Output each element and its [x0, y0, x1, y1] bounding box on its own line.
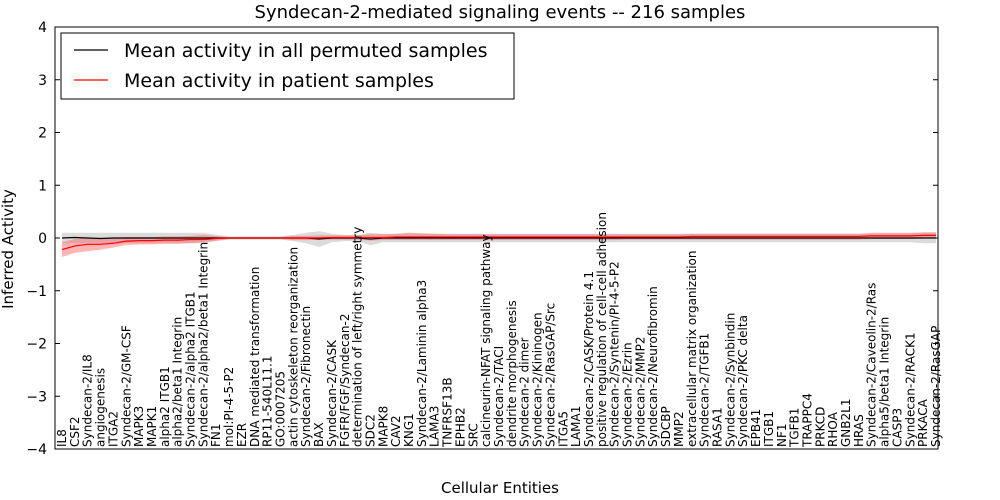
entity-label: MAPK1: [145, 406, 159, 447]
entity-label: MAPK3: [132, 406, 146, 447]
y-tick-label: 4: [38, 20, 47, 36]
entity-label: Syndecan-2/Caveolin-2/Ras: [865, 283, 879, 447]
entity-label: RASA1: [711, 407, 725, 447]
entity-label: DNA mediated transformation: [248, 267, 262, 447]
entity-label: alpha5/beta1 Integrin: [878, 317, 892, 447]
entity-label: SDC2: [363, 414, 377, 447]
entity-label: Syndecan-2/CASK: [325, 339, 339, 447]
legend-label-patient: Mean activity in patient samples: [124, 70, 434, 92]
entity-label: alpha2/beta1 Integrin: [171, 317, 185, 447]
y-tick-label: −1: [26, 284, 47, 300]
entity-label: LAMA1: [569, 406, 583, 447]
entity-label: NF1: [775, 423, 789, 447]
entity-label: Syndecan-2/alpha2 ITGB1: [184, 291, 198, 447]
entity-label: SDCBP: [659, 406, 673, 447]
y-tick-label: −3: [26, 389, 47, 405]
line-group: [61, 234, 936, 251]
entity-label: Syndecan-2/Ezrin: [621, 342, 635, 447]
entity-label: ITGA2: [106, 411, 120, 447]
entity-label: CAV2: [389, 415, 403, 447]
entity-label: HRAS: [852, 414, 866, 447]
entity-label: GO:0007205: [274, 371, 288, 447]
legend: Mean activity in all permuted samples Me…: [60, 32, 515, 100]
entity-label: TGFB1: [788, 408, 802, 448]
entity-label: Syndecan-2/CASK/Protein 4.1: [582, 271, 596, 447]
entity-label: Syndecan-2/MMP2: [633, 337, 647, 447]
entity-label: calcineurin-NFAT signaling pathway: [479, 234, 493, 447]
entity-label: TNFRSF13B: [441, 377, 455, 448]
entity-label: determination of left/right symmetry: [351, 227, 365, 447]
entity-label: Syndecan-2/TACI: [492, 346, 506, 447]
y-tick-label: 3: [38, 73, 47, 89]
entity-label: angiogenesis: [94, 368, 108, 447]
entity-label: PRKCD: [813, 407, 827, 447]
legend-box: [60, 32, 515, 100]
legend-label-permuted: Mean activity in all permuted samples: [124, 40, 487, 62]
entity-label: Syndecan-2/Syntenin/PI-4-5-P2: [608, 261, 622, 447]
entity-label: Syndecan-2/Fibronectin: [299, 306, 313, 447]
entity-label: IL8: [55, 429, 69, 447]
entity-label: Syndecan-2/GM-CSF: [119, 325, 133, 447]
plot-frame: [54, 26, 939, 450]
entity-label: CSF2: [68, 416, 82, 447]
entity-label: RHOA: [826, 411, 840, 447]
entity-label: RP11-540L11.1: [261, 356, 275, 447]
x-axis-label: Cellular Entities: [441, 479, 559, 497]
entity-label: dendrite morphogenesis: [505, 300, 519, 447]
entity-label: Syndecan-2/Kininogen: [531, 312, 545, 447]
entity-label: GNB2L1: [839, 399, 853, 447]
entity-label: KNG1: [402, 413, 416, 447]
entity-label: TRAPPC4: [800, 393, 814, 448]
entity-label: EZR: [235, 423, 249, 447]
entity-label: Syndecan-2/Neurofibromin: [646, 286, 660, 447]
entity-label: ITGA5: [556, 411, 570, 447]
entity-label: Syndecan-2/RACK1: [903, 332, 917, 447]
entity-label: CASP3: [890, 408, 904, 447]
y-tick-label: −4: [26, 442, 47, 458]
chart-title: Syndecan-2-mediated signaling events -- …: [255, 2, 746, 23]
entity-label: SRC: [466, 423, 480, 447]
y-tick-label: 1: [38, 178, 47, 194]
y-axis-label: Inferred Activity: [0, 189, 17, 309]
entity-label: MAPK8: [376, 406, 390, 447]
entity-label: Syndecan-2/RasGAP/Src: [543, 303, 557, 447]
entity-label: Syndecan-2/Laminin alpha3: [415, 280, 429, 447]
entity-label: ITGB1: [762, 411, 776, 447]
band-permuted: [62, 231, 936, 247]
entity-label: FGFR/FGF/Syndecan-2: [338, 314, 352, 447]
entity-label: Syndecan-2 dimer: [518, 337, 532, 447]
entity-label: EPHB2: [453, 407, 467, 447]
entity-label-group: IL8CSF2Syndecan-2/IL8angiogenesisITGA2Sy…: [55, 212, 943, 448]
series-line-permuted: [61, 236, 936, 240]
band-group: [62, 231, 936, 257]
entity-label: EPB41: [749, 409, 763, 447]
entity-label: PRKACA: [916, 398, 930, 447]
entity-label: Syndecan-2/alpha2/beta1 Integrin: [196, 242, 210, 447]
entity-label: Syndecan-2/TGFB1: [698, 333, 712, 447]
entity-label: alpha2 ITGB1: [158, 366, 172, 447]
y-tick-label: −2: [26, 337, 47, 353]
entity-label: extracellular matrix organization: [685, 251, 699, 448]
entity-label: mol:PI-4-5-P2: [222, 367, 236, 447]
y-tick-label: 2: [38, 126, 47, 142]
entity-label: actin cytoskeleton reorganization: [286, 247, 300, 447]
series-line-patient: [61, 234, 936, 251]
y-tick-label: 0: [38, 231, 47, 247]
entity-label: Syndecan-2/PKC delta: [736, 315, 750, 447]
y-tick-group: −4 −3 −2 −1 0 1 2 3 4: [26, 20, 938, 458]
entity-label: FN1: [209, 423, 223, 447]
entity-label: MMP2: [672, 411, 686, 447]
entity-label: Syndecan-2/RasGAP: [929, 326, 943, 447]
entity-label: LAMA3: [428, 406, 442, 447]
entity-label: BAX: [312, 422, 326, 447]
entity-label: positive regulation of cell-cell adhesio…: [595, 212, 609, 447]
entity-label: Syndecan-2/IL8: [81, 354, 95, 447]
entity-label: Syndecan-2/Synbindin: [723, 313, 737, 447]
